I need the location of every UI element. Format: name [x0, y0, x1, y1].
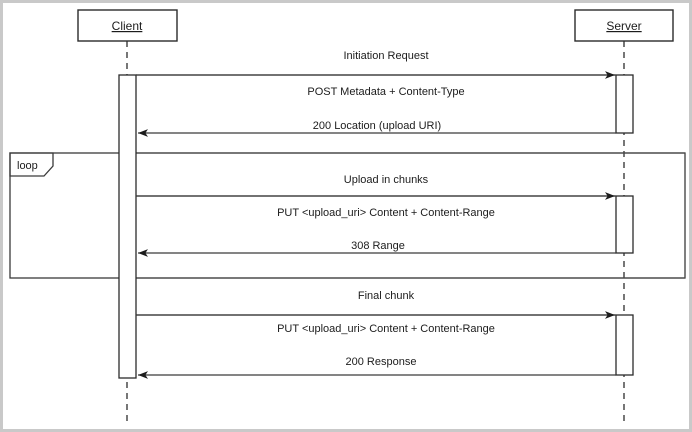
participant-label-server: Server [606, 19, 641, 33]
message-label-200-location: 200 Location (upload URI) [313, 120, 441, 132]
loop-fragment-tag [9, 152, 54, 177]
note-final-chunk: Final chunk [358, 290, 415, 302]
activation-server-final [615, 314, 634, 376]
activation-server-chunk [615, 195, 634, 254]
message-label-308-range: 308 Range [351, 240, 405, 252]
note-upload-in-chunks: Upload in chunks [344, 174, 429, 186]
note-initiation-request: Initiation Request [344, 50, 429, 62]
message-label-put-chunk: PUT <upload_uri> Content + Content-Range [277, 207, 495, 219]
message-label-200-response: 200 Response [346, 356, 417, 368]
loop-label: loop [17, 160, 38, 172]
participant-box-client[interactable] [77, 9, 178, 42]
activation-server-initiation [615, 74, 634, 134]
participant-label-client: Client [112, 19, 143, 33]
participant-box-server[interactable] [574, 9, 674, 42]
message-label-post-metadata: POST Metadata + Content-Type [307, 86, 464, 98]
activation-client [118, 74, 137, 379]
message-label-put-final: PUT <upload_uri> Content + Content-Range [277, 323, 495, 335]
